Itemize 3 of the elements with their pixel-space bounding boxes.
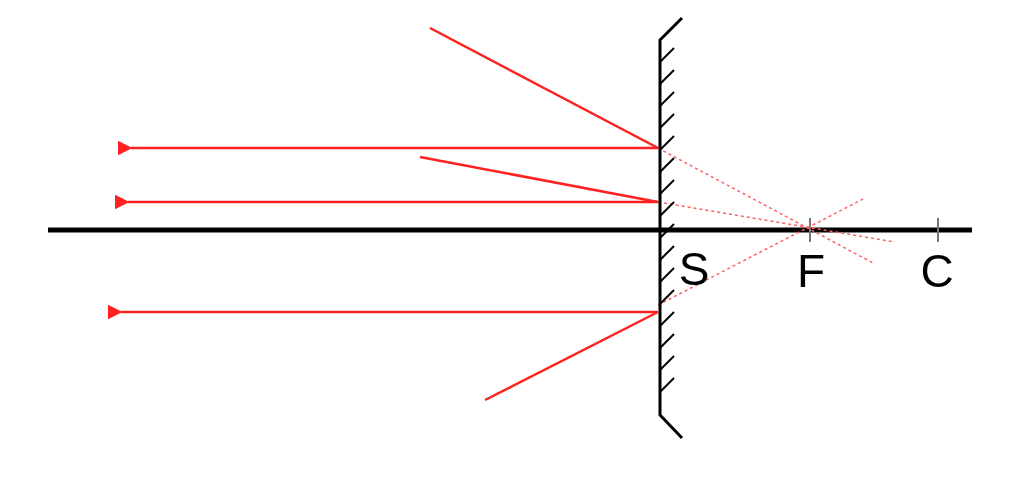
- point-label: C: [920, 248, 954, 294]
- point-label: F: [796, 248, 826, 294]
- point-label: S: [678, 246, 710, 292]
